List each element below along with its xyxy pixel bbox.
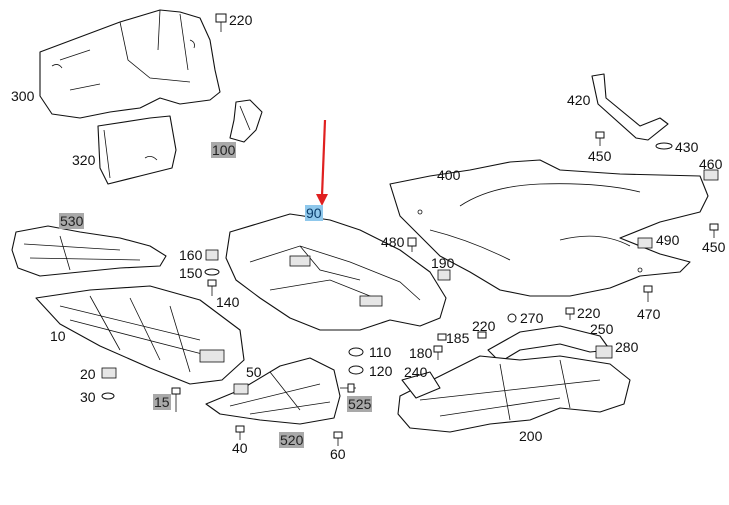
part-label-450-top[interactable]: 450 (588, 148, 612, 164)
part-label-480[interactable]: 480 (381, 234, 405, 250)
part-label-530[interactable]: 530 (59, 213, 85, 229)
part-label-270[interactable]: 270 (520, 310, 544, 326)
part-label-240[interactable]: 240 (404, 364, 428, 380)
bolt-470 (643, 285, 653, 302)
part-90-underbody-panel (225, 213, 447, 331)
callout-arrow (316, 119, 328, 206)
part-520-lower-front-panel (205, 357, 341, 425)
clip-280 (595, 345, 613, 359)
nut-270 (507, 313, 517, 323)
part-400-underbody-panel (389, 159, 709, 297)
part-label-430[interactable]: 430 (675, 139, 699, 155)
clip-20 (101, 367, 117, 379)
bolt-220-lower (477, 331, 487, 339)
part-label-460[interactable]: 460 (699, 156, 723, 172)
bolt-180 (433, 345, 443, 360)
bolt-60 (333, 431, 343, 446)
bolt-480 (407, 237, 417, 252)
part-label-160[interactable]: 160 (179, 247, 203, 263)
clip-160 (205, 249, 219, 261)
washer-150 (204, 268, 220, 276)
part-label-520[interactable]: 520 (279, 432, 305, 448)
part-label-40[interactable]: 40 (232, 440, 248, 456)
part-100-bracket (229, 99, 263, 143)
clip-460 (703, 169, 719, 181)
part-320-insulation-panel (97, 115, 177, 185)
part-label-100[interactable]: 100 (211, 142, 237, 158)
part-300-insulation-panel (39, 9, 221, 119)
part-label-120[interactable]: 120 (369, 363, 393, 379)
part-label-60[interactable]: 60 (330, 446, 346, 462)
bolt-40 (235, 425, 245, 440)
part-label-220-lower[interactable]: 220 (472, 318, 496, 334)
part-10-front-underbody-panel (35, 285, 245, 385)
bolt-450-right (709, 223, 719, 238)
part-label-400[interactable]: 400 (437, 167, 461, 183)
part-label-190[interactable]: 190 (431, 255, 455, 271)
part-label-300[interactable]: 300 (11, 88, 35, 104)
washer-430 (655, 142, 673, 150)
part-label-90[interactable]: 90 (305, 205, 323, 221)
part-label-200[interactable]: 200 (519, 428, 543, 444)
clip-525 (340, 383, 356, 393)
washer-30 (101, 392, 115, 400)
part-label-220-mid[interactable]: 220 (577, 305, 601, 321)
part-label-110[interactable]: 110 (369, 344, 392, 360)
part-label-470[interactable]: 470 (637, 306, 661, 322)
bolt-220-top (215, 13, 227, 32)
part-label-280[interactable]: 280 (615, 339, 639, 355)
part-200-rear-frame (397, 355, 631, 433)
part-label-50[interactable]: 50 (246, 364, 262, 380)
part-label-220[interactable]: 220 (229, 12, 253, 28)
bolt-220-mid (565, 307, 575, 320)
part-label-10[interactable]: 10 (50, 328, 66, 344)
part-label-30[interactable]: 30 (80, 389, 96, 405)
part-label-140[interactable]: 140 (216, 294, 240, 310)
bolt-450-top (595, 131, 605, 146)
part-label-150[interactable]: 150 (179, 265, 203, 281)
clip-190 (437, 269, 451, 281)
part-label-490[interactable]: 490 (656, 232, 680, 248)
bolt-140 (207, 279, 217, 296)
part-label-250[interactable]: 250 (590, 321, 614, 337)
part-label-420[interactable]: 420 (567, 92, 591, 108)
bolt-185 (437, 333, 447, 341)
part-label-180[interactable]: 180 (409, 345, 433, 361)
part-label-20[interactable]: 20 (80, 366, 96, 382)
part-label-320[interactable]: 320 (72, 152, 96, 168)
part-240-bracket (401, 371, 441, 399)
part-530-front-panel (11, 225, 167, 277)
part-label-525[interactable]: 525 (347, 396, 373, 412)
part-label-450-right[interactable]: 450 (702, 239, 726, 255)
pin-15 (171, 387, 181, 412)
washer-120 (348, 365, 364, 375)
part-label-15[interactable]: 15 (153, 394, 171, 410)
washer-110 (348, 347, 364, 357)
part-label-185[interactable]: 185 (446, 330, 470, 346)
part-420-support-strut (591, 73, 669, 141)
clip-490 (637, 237, 653, 249)
